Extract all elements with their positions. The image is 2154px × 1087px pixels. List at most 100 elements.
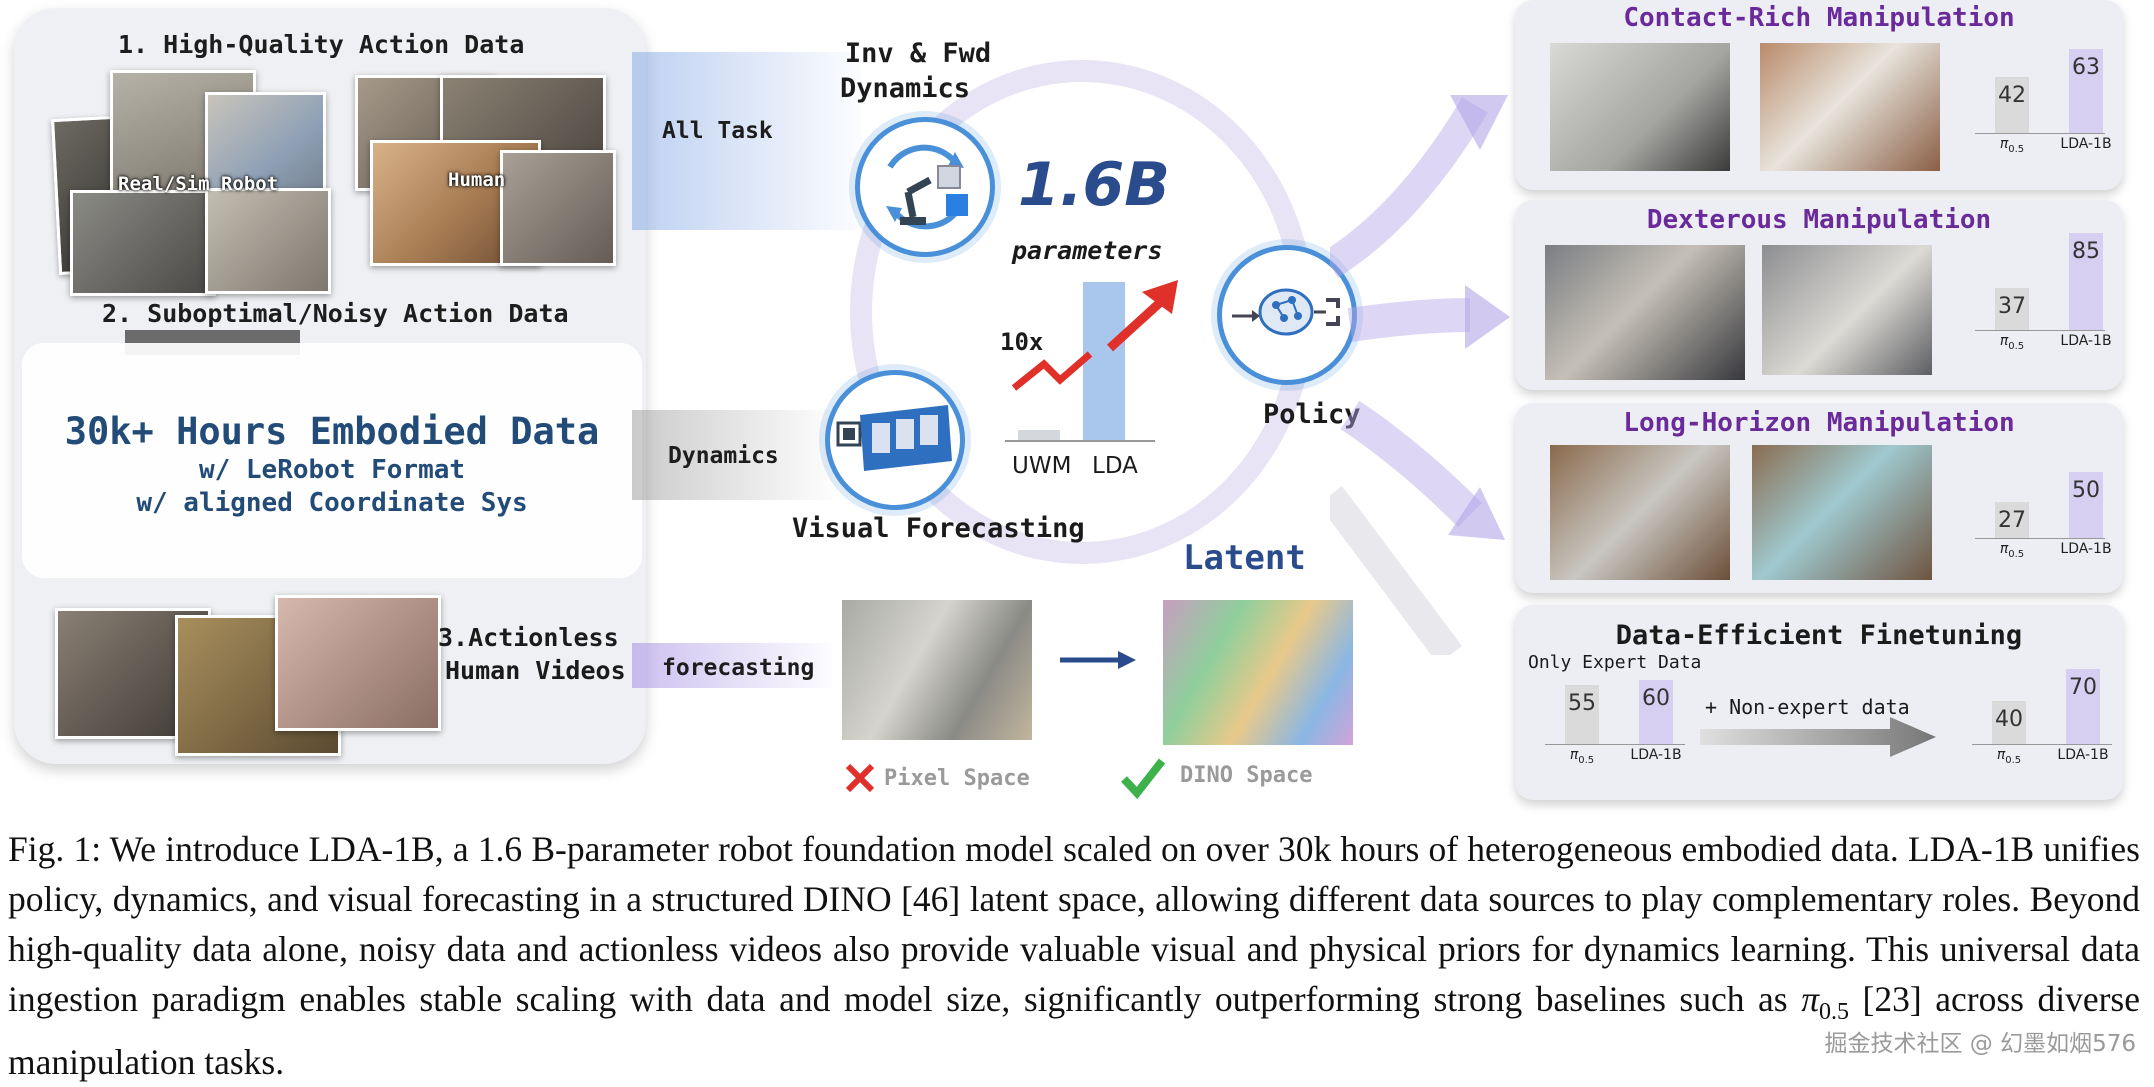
pixel-space-label: Pixel Space <box>884 766 1030 791</box>
output-arrows <box>1330 95 1510 655</box>
lerobot-format-line: w/ LeRobot Format <box>198 455 466 485</box>
lda-1b-bar: 60 <box>1639 680 1673 744</box>
robot-arm-icon <box>886 144 968 230</box>
embodied-data-summary <box>22 343 642 578</box>
bar-category-label: LDA-1B <box>2060 136 2112 152</box>
brain-gripper-icon <box>1232 288 1340 336</box>
bar-value-label: 40 <box>1995 707 2023 733</box>
noisy-data-title: 2. Suboptimal/Noisy Action Data <box>102 299 569 328</box>
dynamics-band <box>632 410 832 500</box>
finetuning-title: Data-Efficient Finetuning <box>1615 620 2023 651</box>
human-photo-4 <box>500 150 616 266</box>
uwm-bar <box>1018 430 1060 440</box>
forecasting-band <box>632 643 832 688</box>
bar-value-label: 37 <box>1998 293 2026 319</box>
robot-photo-5 <box>205 188 331 294</box>
dexterous-title: Dexterous Manipulation <box>1646 205 1992 235</box>
pi05-bar: 37 <box>1995 287 2029 330</box>
bar-category-label: π0.5 <box>1569 747 1595 766</box>
high-quality-data-title: 1. High-Quality Action Data <box>118 30 525 59</box>
bar-value-label: 42 <box>1998 83 2026 109</box>
pixel-space-image <box>842 600 1032 740</box>
film-strip-icon <box>836 405 952 471</box>
lda-1b-bar: 63 <box>2069 49 2103 133</box>
caption-text: Fig. 1: We introduce LDA-1B, a 1.6 B-par… <box>8 829 2140 1019</box>
cross-icon <box>845 763 875 793</box>
bar-category-label: π0.5 <box>1999 333 2025 352</box>
long-horizon-photo-2 <box>1752 445 1932 580</box>
bar-value-label: 70 <box>2069 675 2097 701</box>
pi-subscript: 0.5 <box>1818 999 1849 1026</box>
actionless-title-line1: 3.Actionless <box>438 623 619 652</box>
check-icon <box>1121 758 1166 800</box>
inv-fwd-title-line1: Inv & Fwd <box>844 38 992 69</box>
bar-value-label: 60 <box>1642 686 1670 711</box>
bar-value-label: 85 <box>2072 239 2100 265</box>
pi-symbol: π <box>1801 979 1819 1019</box>
video-photo-3 <box>275 595 441 731</box>
lda-1b-bar: 85 <box>2069 233 2103 330</box>
figure-caption: Fig. 1: We introduce LDA-1B, a 1.6 B-par… <box>8 824 2140 1087</box>
contact-rich-photo-1 <box>1550 43 1730 171</box>
pi05-bar: 55 <box>1565 685 1599 744</box>
bar-value-label: 50 <box>2072 477 2100 503</box>
visual-forecasting-label: Visual Forecasting <box>792 513 1085 544</box>
bar-category-label: LDA-1B <box>2060 333 2112 349</box>
contact-rich-title: Contact-Rich Manipulation <box>1623 3 2015 33</box>
policy-icon <box>1217 245 1357 385</box>
coordinate-sys-line: w/ aligned Coordinate Sys <box>136 488 528 518</box>
pi05-bar: 42 <box>1995 77 2029 133</box>
chart-axis <box>1975 538 2105 539</box>
dexterous-photo-2 <box>1762 245 1932 375</box>
chart-axis <box>1975 330 2105 331</box>
improvement-arrow-icon <box>1700 717 1936 757</box>
watermark: 掘金技术社区 @ 幻墨如烟576 <box>1824 1031 2136 1057</box>
pi05-bar: 40 <box>1992 701 2026 744</box>
lda-1b-bar: 70 <box>2066 669 2100 744</box>
actionless-title-line2: Human Videos <box>445 656 626 685</box>
arrow-right-icon <box>1060 651 1136 669</box>
long-horizon-photo-1 <box>1550 445 1730 580</box>
inv-fwd-title-line2: Dynamics <box>840 73 971 104</box>
all-task-label: All Task <box>662 118 773 144</box>
long-horizon-title: Long-Horizon Manipulation <box>1623 408 2015 438</box>
visual-forecasting-icon <box>825 370 965 510</box>
lda-label: LDA <box>1092 453 1138 479</box>
scale-axis <box>1005 440 1155 442</box>
robot-photo-4 <box>70 190 216 296</box>
chart-axis <box>1545 744 1685 745</box>
lda-1b-bar: 50 <box>2069 471 2103 538</box>
chart-axis <box>1972 744 2112 745</box>
dino-space-label: DINO Space <box>1180 763 1313 788</box>
robot-photo-label: Real/Sim Robot <box>118 173 279 195</box>
dexterous-photo-1 <box>1545 245 1745 380</box>
uwm-label: UWM <box>1012 453 1072 479</box>
bar-value-label: 55 <box>1568 691 1596 717</box>
params-value: 1.6B <box>1018 150 1171 220</box>
chart-axis <box>1975 133 2105 134</box>
human-photo-label: Human <box>448 169 506 191</box>
growth-arrow-icon <box>1011 280 1178 391</box>
dino-space-image <box>1163 600 1353 745</box>
non-expert-label: + Non-expert data <box>1705 695 1910 719</box>
latent-label: Latent <box>1183 538 1306 578</box>
bar-category-label: LDA-1B <box>2057 747 2109 763</box>
bar-category-label: π0.5 <box>1999 541 2025 560</box>
bar-category-label: LDA-1B <box>1630 747 1682 763</box>
all-task-band <box>632 52 862 230</box>
expert-data-label: Only Expert Data <box>1528 652 1702 673</box>
bar-category-label: π0.5 <box>1999 136 2025 155</box>
dynamics-label: Dynamics <box>668 443 779 469</box>
params-label: parameters <box>1012 236 1163 265</box>
embodied-hours-title: 30k+ Hours Embodied Data <box>64 410 600 453</box>
dynamics-icon <box>855 117 995 257</box>
lda-bar <box>1083 282 1125 440</box>
bar-category-label: LDA-1B <box>2060 541 2112 557</box>
bar-value-label: 63 <box>2072 55 2100 81</box>
scale-factor: 10x <box>1000 328 1044 356</box>
